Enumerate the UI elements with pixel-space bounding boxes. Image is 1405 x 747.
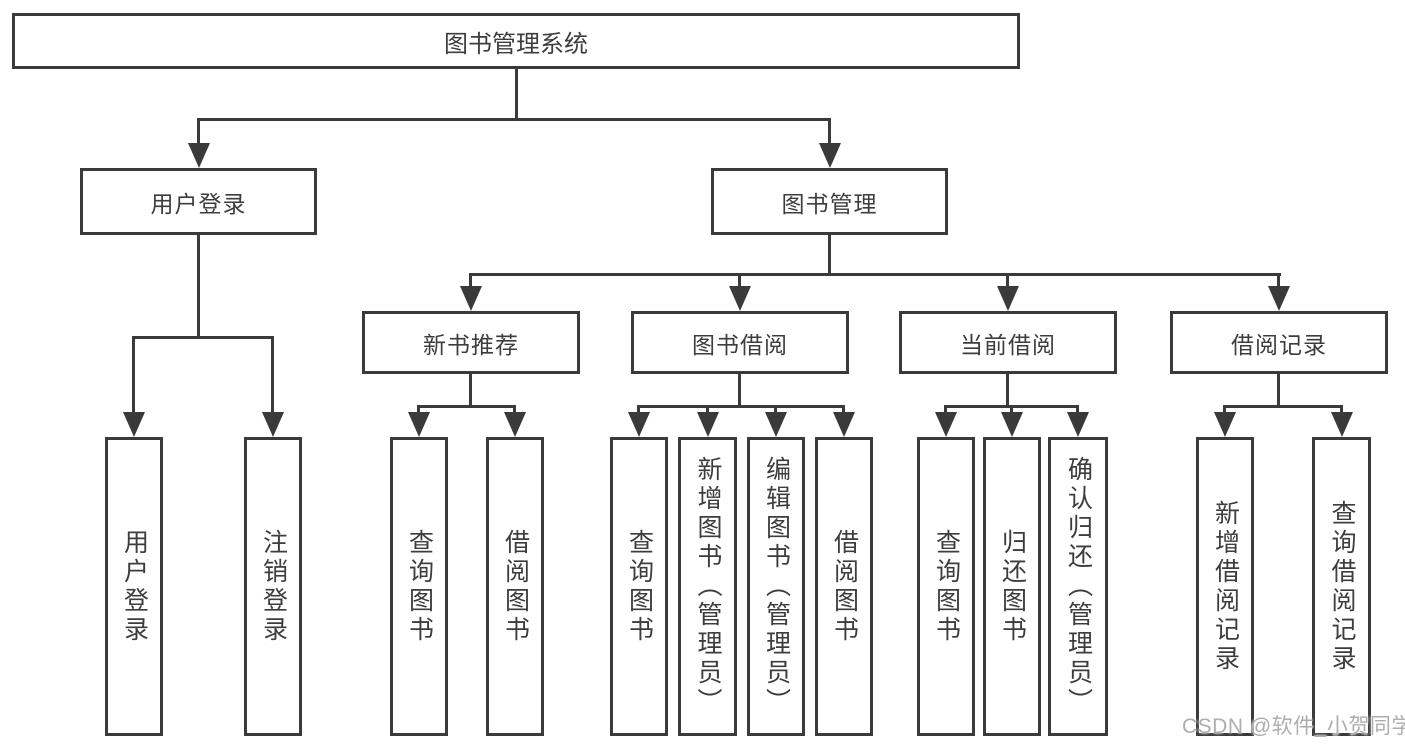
connector-newbooks-rail [417,405,516,408]
arrow-down-icon [503,405,526,437]
leaf-query-books-borrow-label: 查询图书 [625,528,654,645]
arrow-down-icon [1213,405,1236,437]
arrow-down-icon [1267,273,1290,311]
node-borrowing-records: 借阅记录 [1170,311,1388,374]
connector-currentborrow-stem [1006,374,1009,405]
leaf-logout-label: 注销登录 [259,528,288,645]
arrow-down-icon [187,118,210,168]
connector-bookmgmt-rail [469,273,1281,276]
arrow-down-icon [1330,405,1353,437]
leaf-confirm-return-admin: 确认归还（管理员） [1048,437,1108,736]
node-borrowing-records-label: 借阅记录 [1231,331,1327,358]
leaf-add-borrow-record-label: 新增借阅记录 [1211,499,1240,674]
connector-root-stem [515,69,518,118]
leaf-borrow-books: 借阅图书 [815,437,873,736]
leaf-borrow-books-newbooks: 借阅图书 [486,437,544,736]
leaf-add-books-admin-label: 新增图书（管理员） [694,456,722,717]
node-new-book-recommendation: 新书推荐 [362,311,580,374]
leaf-query-books-borrow: 查询图书 [610,437,668,736]
leaf-borrow-books-newbooks-label: 借阅图书 [501,528,530,645]
arrow-down-icon [996,273,1019,311]
leaf-add-borrow-record: 新增借阅记录 [1196,437,1254,736]
leaf-edit-books-admin: 编辑图书（管理员） [747,437,805,736]
leaf-query-books-newbooks-label: 查询图书 [405,528,434,645]
leaf-user-login-label: 用户登录 [120,528,149,645]
arrow-down-icon [832,405,855,437]
leaf-query-books-newbooks: 查询图书 [390,437,448,736]
node-root-label: 图书管理系统 [444,30,588,58]
node-root: 图书管理系统 [12,13,1020,69]
connector-records-rail [1223,405,1342,408]
node-current-borrowing: 当前借阅 [899,311,1117,374]
node-current-borrowing-label: 当前借阅 [960,331,1056,358]
connector-newbooks-stem [469,374,472,405]
node-user-login: 用户登录 [80,168,317,235]
node-book-management-label: 图书管理 [781,190,878,217]
connector-userlogin-stem [197,235,200,336]
arrow-down-icon [818,118,841,168]
arrow-down-icon [1066,405,1089,437]
arrow-down-icon [934,405,957,437]
leaf-add-books-admin: 新增图书（管理员） [678,437,737,736]
arrow-down-icon [407,405,430,437]
arrow-down-icon [728,273,751,311]
connector-records-stem [1277,374,1280,405]
connector-bookborrow-rail [637,405,844,408]
leaf-edit-books-admin-label: 编辑图书（管理员） [762,456,791,717]
connector-bookmgmt-stem [828,235,831,273]
watermark: CSDN @软件_小贺同学 [1182,715,1405,738]
connector-bookborrow-stem [738,374,741,405]
leaf-return-books-label: 归还图书 [998,528,1027,645]
arrow-down-icon [764,405,787,437]
connector-root-rail [197,118,830,121]
node-book-borrowing: 图书借阅 [631,311,849,374]
leaf-confirm-return-admin-label: 确认归还（管理员） [1064,456,1093,717]
leaf-query-borrow-record: 查询借阅记录 [1312,437,1371,736]
leaf-return-books: 归还图书 [983,437,1041,736]
leaf-query-books-current: 查询图书 [917,437,975,736]
connector-userlogin-rail [132,336,274,339]
leaf-query-borrow-record-label: 查询借阅记录 [1328,499,1356,674]
leaf-borrow-books-label: 借阅图书 [830,528,859,645]
node-user-login-label: 用户登录 [150,190,247,217]
arrow-down-icon [122,336,145,437]
arrow-down-icon [1000,405,1023,437]
arrow-down-icon [261,336,284,437]
arrow-down-icon [459,273,482,311]
arrow-down-icon [627,405,650,437]
leaf-logout: 注销登录 [244,437,302,736]
node-book-borrowing-label: 图书借阅 [692,331,788,358]
leaf-query-books-current-label: 查询图书 [932,528,961,645]
node-new-book-recommendation-label: 新书推荐 [423,331,519,358]
arrow-down-icon [696,405,719,437]
leaf-user-login: 用户登录 [105,437,163,736]
node-book-management: 图书管理 [711,168,948,235]
